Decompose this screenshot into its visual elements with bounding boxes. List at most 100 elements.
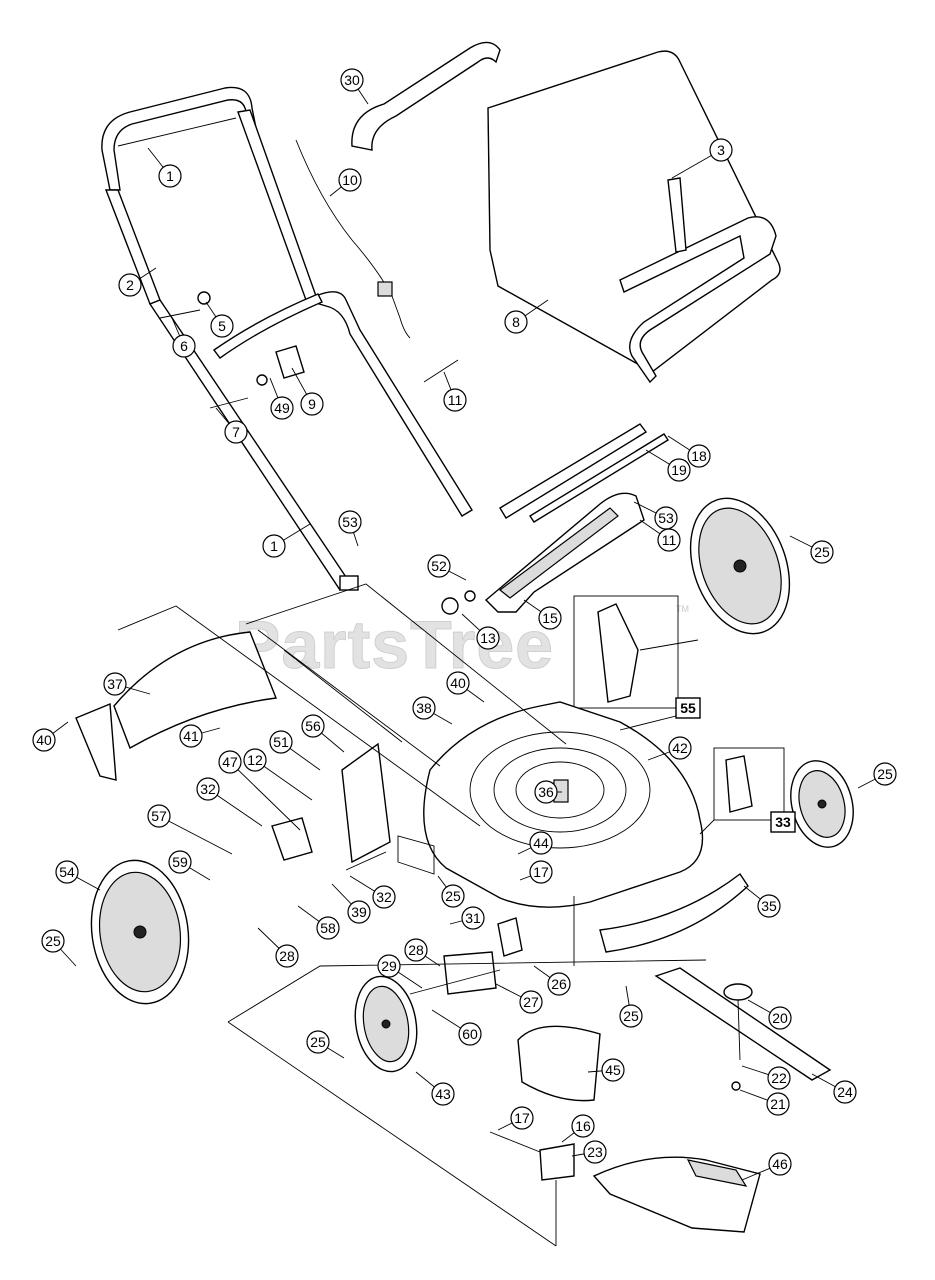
callout-8: 8 bbox=[504, 299, 549, 334]
height-adjuster-group-33 bbox=[713, 747, 785, 821]
callout-circle bbox=[224, 420, 248, 444]
callout-circle bbox=[118, 273, 142, 297]
height-bracket-parts bbox=[271, 742, 391, 871]
boxed-callout-label: 55 bbox=[680, 700, 696, 716]
callout-circle bbox=[766, 1092, 790, 1116]
callout-circle bbox=[218, 750, 242, 774]
callout-21: 21 bbox=[739, 1089, 790, 1116]
boxed-callout-frame bbox=[770, 811, 796, 833]
callout-label: 35 bbox=[761, 898, 777, 914]
callout-circle bbox=[601, 1058, 625, 1082]
callout-leader bbox=[229, 761, 301, 831]
callout-circle bbox=[269, 730, 293, 754]
callout-label: 53 bbox=[342, 514, 358, 530]
callout-40: 40 bbox=[446, 671, 485, 703]
callout-30: 30 bbox=[340, 68, 369, 105]
callout-circle bbox=[412, 696, 436, 720]
callout-label: 16 bbox=[575, 1118, 591, 1134]
callout-label: 26 bbox=[551, 976, 567, 992]
callout-circle bbox=[767, 1066, 791, 1090]
callout-circle bbox=[768, 1152, 792, 1176]
watermark-trademark: TM bbox=[676, 604, 689, 614]
callout-45: 45 bbox=[587, 1058, 625, 1082]
callout-label: 36 bbox=[538, 784, 554, 800]
callout-circle bbox=[687, 444, 711, 468]
callout-label: 58 bbox=[320, 920, 336, 936]
callout-52: 52 bbox=[427, 554, 467, 581]
rear-wheel-right bbox=[689, 497, 791, 635]
control-cable bbox=[295, 139, 411, 339]
callout-6: 6 bbox=[171, 317, 196, 358]
rear-washers bbox=[441, 590, 476, 615]
callout-circle bbox=[431, 1082, 455, 1106]
callout-circle bbox=[158, 164, 182, 188]
callout-25: 25 bbox=[41, 929, 77, 967]
callout-circle bbox=[709, 138, 733, 162]
callout-label: 25 bbox=[45, 933, 61, 949]
callout-25: 25 bbox=[789, 535, 834, 564]
callout-27: 27 bbox=[495, 983, 543, 1014]
callout-24: 24 bbox=[811, 1073, 857, 1104]
callout-label: 27 bbox=[523, 994, 539, 1010]
callout-label: 44 bbox=[533, 835, 549, 851]
callout-circle bbox=[338, 510, 362, 534]
callout-label: 39 bbox=[351, 904, 367, 920]
callout-circle bbox=[316, 916, 340, 940]
callout-label: 1 bbox=[270, 538, 278, 554]
callout-circle bbox=[300, 392, 324, 416]
callout-label: 19 bbox=[671, 462, 687, 478]
callout-label: 25 bbox=[877, 766, 893, 782]
front-wheel-right bbox=[790, 760, 854, 848]
callout-circle bbox=[458, 1022, 482, 1046]
callout-16: 16 bbox=[561, 1114, 595, 1143]
callout-circle bbox=[446, 671, 470, 695]
callout-circle bbox=[210, 314, 234, 338]
callout-19: 19 bbox=[645, 449, 691, 482]
callout-circle bbox=[768, 1006, 792, 1030]
callout-label: 30 bbox=[344, 72, 360, 88]
callout-17: 17 bbox=[497, 1106, 534, 1131]
callout-label: 54 bbox=[59, 864, 75, 880]
callout-label: 13 bbox=[480, 630, 496, 646]
callout-label: 5 bbox=[218, 318, 226, 334]
callout-circle bbox=[571, 1114, 595, 1138]
callout-label: 37 bbox=[107, 676, 123, 692]
callout-label: 17 bbox=[533, 864, 549, 880]
hardware-small bbox=[159, 291, 459, 409]
callout-label: 47 bbox=[222, 754, 238, 770]
callout-circle bbox=[504, 310, 528, 334]
callout-label: 15 bbox=[542, 610, 558, 626]
callout-label: 25 bbox=[445, 888, 461, 904]
callout-circle bbox=[340, 68, 364, 92]
callout-5: 5 bbox=[205, 301, 234, 338]
callout-label: 3 bbox=[717, 142, 725, 158]
callout-49: 49 bbox=[269, 377, 294, 420]
callout-label: 11 bbox=[662, 532, 677, 548]
callout-circle bbox=[338, 168, 362, 192]
rear-axle bbox=[499, 423, 669, 523]
callout-label: 45 bbox=[605, 1062, 621, 1078]
callout-29: 29 bbox=[377, 954, 423, 989]
callout-label: 22 bbox=[771, 1070, 787, 1086]
callout-35: 35 bbox=[743, 885, 781, 918]
callout-28: 28 bbox=[257, 927, 299, 968]
callout-46: 46 bbox=[741, 1152, 792, 1181]
callout-label: 49 bbox=[274, 400, 290, 416]
boxed-callout-33: 33 bbox=[770, 811, 796, 833]
rear-wheel-left bbox=[90, 859, 190, 1005]
callout-42: 42 bbox=[647, 736, 692, 761]
boxed-callout-label: 33 bbox=[775, 814, 791, 830]
leader-lines bbox=[117, 583, 715, 1247]
callout-leader bbox=[254, 759, 313, 801]
callout-circle bbox=[534, 780, 558, 804]
callout-circle bbox=[443, 388, 467, 412]
callout-label: 42 bbox=[672, 740, 688, 756]
front-height-adjuster bbox=[409, 917, 523, 995]
callout-label: 28 bbox=[408, 942, 424, 958]
callout-28: 28 bbox=[404, 938, 441, 967]
callout-circle bbox=[196, 777, 220, 801]
callout-circle bbox=[810, 540, 834, 564]
callout-label: 8 bbox=[512, 314, 520, 330]
callout-54: 54 bbox=[55, 860, 101, 891]
callout-25: 25 bbox=[437, 875, 465, 908]
